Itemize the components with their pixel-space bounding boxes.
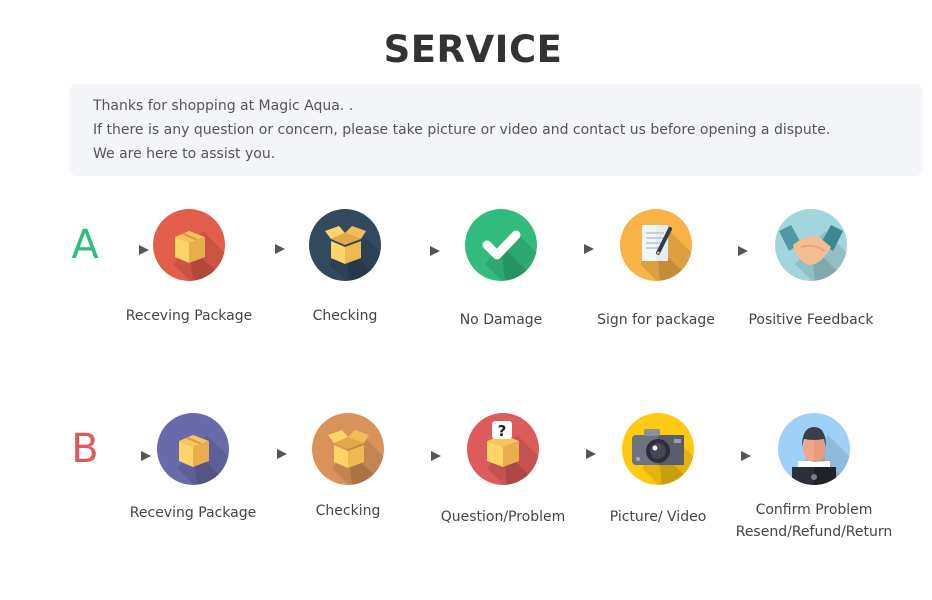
step-label: Positive Feedback xyxy=(748,312,874,328)
open-box-icon xyxy=(328,430,384,485)
step-label: Checking xyxy=(312,308,378,324)
step-b4-icon xyxy=(622,413,694,485)
step-label: Picture/ Video xyxy=(609,509,707,525)
support-agent-icon xyxy=(792,427,850,485)
step-b3-icon: ? xyxy=(467,413,539,485)
step-a1-icon xyxy=(153,209,225,281)
step-b1-icon xyxy=(157,413,229,485)
step-label: Sign for package xyxy=(597,312,715,328)
handshake-icon xyxy=(779,225,847,281)
arrow-right-icon xyxy=(251,444,287,459)
closed-box-icon xyxy=(173,231,225,281)
page-title: SERVICE xyxy=(383,28,563,71)
arrow-right-icon xyxy=(405,446,441,461)
row-letter-b: B xyxy=(71,426,99,472)
step-a4-icon xyxy=(620,209,692,281)
arrow-right-icon xyxy=(558,239,594,254)
arrow-right-icon xyxy=(404,241,440,256)
step-label: No Damage xyxy=(459,312,543,328)
document-pen-icon xyxy=(640,225,692,281)
step-b5-icon xyxy=(778,413,850,485)
notice-line: Thanks for shopping at Magic Aqua. . xyxy=(93,98,354,114)
step-label: Receving Package xyxy=(129,505,257,521)
arrow-right-icon xyxy=(712,241,748,256)
closed-box-icon xyxy=(177,435,229,485)
arrow-right-icon xyxy=(715,446,751,461)
step-label: Receving Package xyxy=(125,308,253,324)
step-b2-icon xyxy=(312,413,384,485)
open-box-icon xyxy=(325,226,381,281)
arrow-right-icon xyxy=(113,240,149,255)
camera-icon xyxy=(632,429,694,485)
arrow-right-icon xyxy=(115,446,151,461)
step-a2-icon xyxy=(309,209,381,281)
step-label: Question/Problem xyxy=(440,509,566,525)
arrow-right-icon xyxy=(249,239,285,254)
notice-line: If there is any question or concern, ple… xyxy=(93,122,831,138)
svg-text:?: ? xyxy=(498,422,507,440)
step-a3-icon xyxy=(465,209,537,281)
step-label: Checking xyxy=(315,503,381,519)
notice-box: Thanks for shopping at Magic Aqua. . If … xyxy=(69,84,923,176)
step-a5-icon xyxy=(775,209,847,281)
checkmark-icon xyxy=(482,230,537,281)
row-letter-a: A xyxy=(71,222,99,268)
arrow-right-icon xyxy=(560,444,596,459)
notice-line: We are here to assist you. xyxy=(93,146,276,162)
question-box-icon: ? xyxy=(487,421,539,485)
